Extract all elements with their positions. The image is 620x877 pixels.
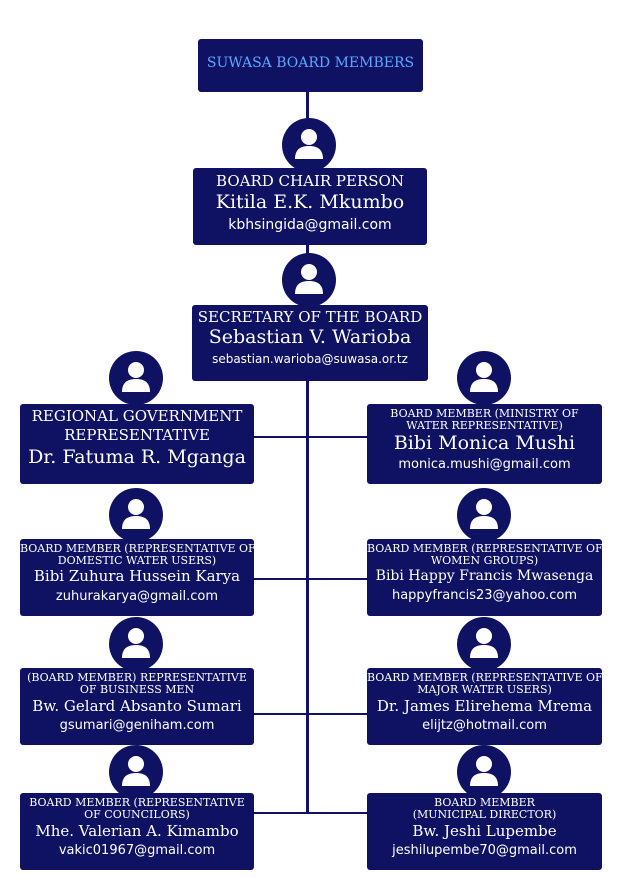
member-role-line: (BOARD MEMBER) REPRESENTATIVE bbox=[27, 671, 247, 684]
connector-row-3 bbox=[254, 713, 368, 715]
member-role-line: BOARD MEMBER (REPRESENTATIVE bbox=[29, 796, 245, 809]
member-role-line: WOMEN GROUPS) bbox=[430, 553, 539, 567]
member-name: Bibi Happy Francis Mwasenga bbox=[375, 568, 594, 585]
chair-name: Kitila E.K. Mkumbo bbox=[215, 190, 405, 213]
user-icon bbox=[109, 745, 163, 799]
member-box-women-groups: BOARD MEMBER (REPRESENTATIVE OF WOMEN GR… bbox=[367, 539, 602, 616]
member-role-line: REPRESENTATIVE bbox=[64, 425, 210, 444]
member-role-line: WATER REPRESENTATIVE) bbox=[406, 418, 563, 432]
connector-row-4 bbox=[254, 812, 368, 814]
connector-trunk bbox=[306, 380, 309, 812]
page-title: SUWASA BOARD MEMBERS bbox=[206, 55, 415, 71]
member-box-ministry-of-water: BOARD MEMBER (MINISTRY OF WATER REPRESEN… bbox=[367, 404, 602, 484]
member-name: Bw. Jeshi Lupembe bbox=[412, 822, 557, 841]
member-box-councilors: BOARD MEMBER (REPRESENTATIVE OF COUNCILO… bbox=[20, 793, 254, 870]
user-icon bbox=[282, 253, 336, 307]
user-icon bbox=[109, 617, 163, 671]
title-box: SUWASA BOARD MEMBERS bbox=[198, 39, 423, 92]
member-role-line: OF BUSINESS MEN bbox=[79, 682, 195, 696]
member-name: Dr. James Elirehema Mrema bbox=[376, 697, 593, 716]
member-role-line: OF COUNCILORS) bbox=[84, 807, 190, 821]
member-role-line: DOMESTIC WATER USERS) bbox=[57, 553, 217, 567]
user-icon bbox=[109, 488, 163, 542]
member-email: vakic01967@gmail.com bbox=[58, 842, 216, 858]
member-email: happyfrancis23@yahoo.com bbox=[391, 587, 578, 603]
user-icon bbox=[457, 745, 511, 799]
user-icon bbox=[282, 118, 336, 172]
member-box-domestic-water-users: BOARD MEMBER (REPRESENTATIVE OF DOMESTIC… bbox=[20, 539, 254, 616]
chair-box: BOARD CHAIR PERSON Kitila E.K. Mkumbo kb… bbox=[193, 168, 427, 245]
user-icon bbox=[457, 351, 511, 405]
member-role-line: REGIONAL GOVERNMENT bbox=[31, 407, 243, 425]
member-role-line: BOARD MEMBER (REPRESENTATIVE OF bbox=[20, 542, 254, 555]
member-email: zuhurakarya@gmail.com bbox=[55, 588, 219, 604]
user-icon bbox=[109, 351, 163, 405]
member-box-regional-government: REGIONAL GOVERNMENT REPRESENTATIVE Dr. F… bbox=[20, 404, 254, 484]
member-name: Bibi Monica Mushi bbox=[393, 432, 576, 455]
member-email: elijtz@hotmail.com bbox=[422, 717, 547, 733]
member-name: Dr. Fatuma R. Mganga bbox=[28, 445, 246, 468]
secretary-name: Sebastian V. Warioba bbox=[208, 325, 412, 348]
user-icon bbox=[457, 617, 511, 671]
member-name: Bibi Zuhura Hussein Karya bbox=[33, 567, 241, 586]
connector-row-1 bbox=[254, 436, 368, 438]
member-email: jeshilupembe70@gmail.com bbox=[392, 842, 577, 858]
member-name: Bw. Gelard Absanto Sumari bbox=[32, 697, 242, 716]
member-role-line: BOARD MEMBER (MINISTRY OF bbox=[390, 407, 579, 420]
secretary-email: sebastian.warioba@suwasa.or.tz bbox=[212, 351, 408, 366]
member-email: monica.mushi@gmail.com bbox=[398, 457, 571, 473]
member-name: Mhe. Valerian A. Kimambo bbox=[35, 822, 239, 841]
connector-row-2 bbox=[254, 578, 368, 580]
member-role-line: BOARD MEMBER (REPRESENTATIVE OF bbox=[367, 671, 602, 684]
secretary-role: SECRETARY OF THE BOARD bbox=[197, 308, 423, 326]
member-box-business-men: (BOARD MEMBER) REPRESENTATIVE OF BUSINES… bbox=[20, 668, 254, 745]
member-email: gsumari@geniham.com bbox=[59, 717, 215, 733]
member-role-line: BOARD MEMBER bbox=[434, 796, 535, 809]
member-box-municipal-director: BOARD MEMBER (MUNICIPAL DIRECTOR) Bw. Je… bbox=[367, 793, 602, 870]
member-role-line: MAJOR WATER USERS) bbox=[417, 682, 552, 696]
chair-email: kbhsingida@gmail.com bbox=[228, 216, 392, 233]
chair-role: BOARD CHAIR PERSON bbox=[216, 172, 404, 190]
user-icon bbox=[457, 488, 511, 542]
secretary-box: SECRETARY OF THE BOARD Sebastian V. Wari… bbox=[192, 305, 428, 381]
member-role-line: BOARD MEMBER (REPRESENTATIVE OF bbox=[367, 542, 602, 555]
member-box-major-water-users: BOARD MEMBER (REPRESENTATIVE OF MAJOR WA… bbox=[367, 668, 602, 745]
member-role-line: (MUNICIPAL DIRECTOR) bbox=[412, 807, 557, 821]
